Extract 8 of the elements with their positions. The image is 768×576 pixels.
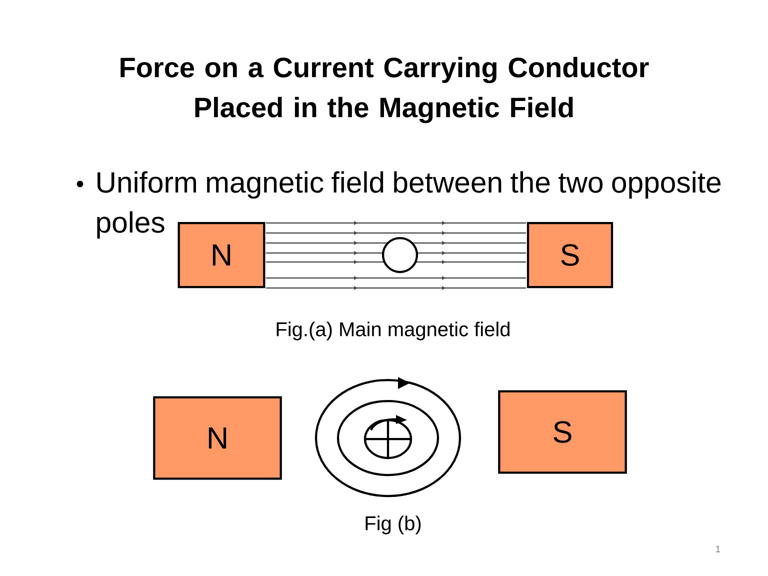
title: Force on a Current Carrying Conductor Placed in the Magnetic Field [120, 56, 649, 124]
caption: Fig (b) [366, 516, 421, 534]
magnet-pole: S [526, 222, 614, 288]
page-number: 1 [716, 546, 720, 552]
caption: Fig.(a) Main magnetic field [276, 322, 510, 340]
magnet-pole: N [178, 222, 266, 288]
magnet-pole: S [498, 390, 627, 474]
magnet-pole: N [153, 396, 282, 480]
